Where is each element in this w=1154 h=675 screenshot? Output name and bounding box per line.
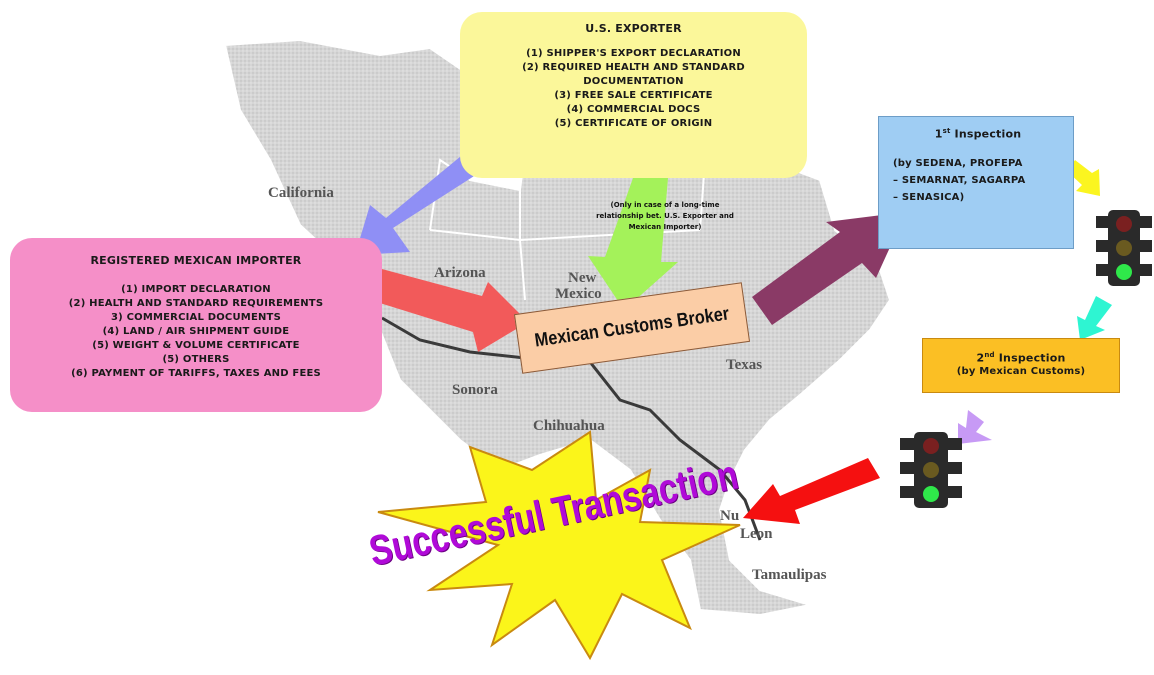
traffic-light-icon	[1096, 210, 1152, 286]
inspection1-title-text: Inspection	[950, 127, 1022, 141]
importer-title: REGISTERED MEXICAN IMPORTER	[90, 254, 302, 267]
inspection2-ordinal-suffix: nd	[984, 351, 995, 359]
region-label-texas: Texas	[726, 357, 763, 373]
inspection2-title: 2nd Inspection	[923, 351, 1119, 365]
region-label-new: New	[568, 270, 597, 286]
region-label-leon: Leon	[740, 526, 773, 542]
region-label-chihuahua: Chihuahua	[533, 418, 605, 434]
region-label-nuevo: Nu	[720, 508, 740, 524]
importer-doc-line: (4) LAND / AIR SHIPMENT GUIDE	[102, 326, 290, 337]
inspection2-title-text: Inspection	[994, 351, 1066, 365]
inspection2-ordinal: 2	[976, 351, 985, 365]
inspection2-box: 2nd Inspection (by Mexican Customs)	[922, 338, 1120, 393]
inspection1-title: 1st Inspection	[893, 127, 1063, 141]
inspection1-agency-line: (by SEDENA, PROFEPA	[893, 157, 1023, 169]
exporter-doc-line: DOCUMENTATION	[583, 76, 684, 87]
arrow-icon-light-to-inspection2	[1077, 296, 1112, 340]
exporter-doc-line: (3) FREE SALE CERTIFICATE	[554, 90, 713, 101]
inspection2-agency-line: (by Mexican Customs)	[956, 365, 1086, 377]
inspection1-agency-line: – SEMARNAT, SAGARPA	[893, 174, 1026, 186]
importer-doc-line: (5) OTHERS	[162, 354, 230, 365]
inspection1-ordinal-suffix: st	[942, 127, 951, 135]
region-label-tamaulipas: Tamaulipas	[752, 567, 827, 583]
arrow-icon-exporter-to-broker	[588, 178, 678, 310]
importer-doc-line: 3) COMMERCIAL DOCUMENTS	[111, 312, 281, 323]
note-line: Mexican Importer)	[628, 223, 702, 231]
arrow-icon-light-to-success	[743, 458, 880, 524]
importer-box: REGISTERED MEXICAN IMPORTER (1) IMPORT D…	[10, 238, 382, 412]
arrow-icon-exporter-to-importer	[355, 142, 496, 255]
relationship-note: (Only in case of a long-time relationshi…	[565, 200, 765, 233]
importer-doc-line: (2) HEALTH AND STANDARD REQUIREMENTS	[68, 298, 324, 309]
importer-doc-line: (1) IMPORT DECLARATION	[121, 284, 271, 295]
note-line: (Only in case of a long-time	[610, 201, 720, 209]
region-label-mexico: Mexico	[555, 286, 602, 302]
exporter-doc-line: (5) CERTIFICATE OF ORIGIN	[554, 118, 713, 129]
exporter-title: U.S. EXPORTER	[585, 22, 682, 35]
traffic-light-icon	[900, 432, 962, 508]
arrow-icon-inspection1-to-light	[1067, 160, 1100, 196]
arrow-icon-broker-to-inspection1	[752, 212, 906, 325]
note-line: relationship bet. U.S. Exporter and	[596, 212, 734, 220]
inspection1-agency-line: – SENASICA)	[893, 191, 965, 203]
inspection1-box: 1st Inspection (by SEDENA, PROFEPA – SEM…	[878, 116, 1074, 249]
exporter-doc-line: (4) COMMERCIAL DOCS	[566, 104, 701, 115]
region-label-arizona: Arizona	[434, 265, 486, 281]
region-label-california: California	[268, 185, 334, 201]
customs-broker-label: Mexican Customs Broker	[533, 303, 731, 352]
importer-doc-line: (6) PAYMENT OF TARIFFS, TAXES AND FEES	[71, 368, 321, 379]
arrow-icon-importer-to-broker	[370, 268, 528, 352]
exporter-doc-line: (1) SHIPPER'S EXPORT DECLARATION	[526, 48, 741, 59]
importer-doc-line: (5) WEIGHT & VOLUME CERTIFICATE	[92, 340, 300, 351]
region-label-sonora: Sonora	[452, 382, 498, 398]
inspection1-ordinal: 1	[934, 127, 943, 141]
arrow-icon-inspection2-to-light	[958, 410, 992, 444]
border-line	[381, 316, 762, 541]
exporter-doc-line: (2) REQUIRED HEALTH AND STANDARD	[522, 62, 745, 73]
exporter-box: U.S. EXPORTER (1) SHIPPER'S EXPORT DECLA…	[460, 12, 807, 178]
